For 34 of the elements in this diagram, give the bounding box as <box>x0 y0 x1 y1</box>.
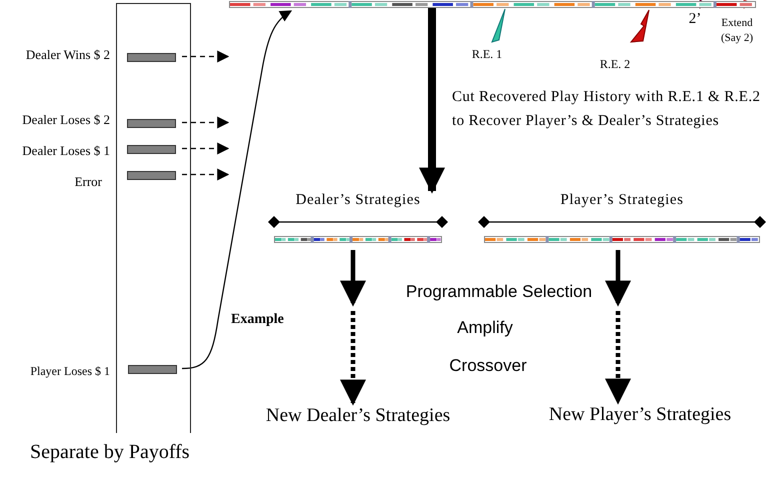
marker-label: Extend (Say 2) <box>720 16 754 46</box>
marker-label: 2’ <box>688 11 702 28</box>
payoff-band <box>127 119 176 128</box>
band-label: Player Loses $ 1 <box>29 364 110 379</box>
arrow <box>340 250 366 406</box>
arrow <box>605 250 631 404</box>
step-label: Amplify <box>456 318 514 338</box>
payoff-band <box>128 365 177 374</box>
band-label: Dealer Loses $ 1 <box>21 143 110 159</box>
arrow <box>182 10 292 370</box>
arrow <box>182 168 230 180</box>
arrow <box>182 50 230 62</box>
marker-label: R.E. 1 <box>470 47 504 62</box>
result-text: New Player’s Strategies <box>524 404 756 430</box>
strategy-heading: Dealer’s Strategies <box>294 192 422 209</box>
edge-label: Example <box>231 311 285 329</box>
arrow <box>182 142 230 154</box>
payoff-band <box>127 53 176 62</box>
band-label: Dealer Loses $ 2 <box>21 112 110 128</box>
edge-label: Cut Recovered Play History with R.E.1 & R.E.2 to Recover Player’s & Dealer’s Strategies <box>452 88 762 131</box>
band-label: Dealer Wins $ 2 <box>24 47 110 63</box>
payoff-band <box>127 171 176 180</box>
result-text: New Dealer’s Strategies <box>240 405 476 431</box>
marker-label: R.E. 2 <box>598 57 632 72</box>
caption-text: Separate by Payoffs <box>30 441 191 464</box>
payoff-column <box>116 3 191 433</box>
step-label: Crossover <box>448 356 528 376</box>
play-history-strip <box>229 1 756 8</box>
arrow <box>182 116 230 128</box>
arrow <box>419 8 445 194</box>
step-label: Programmable Selection <box>404 282 594 302</box>
band-label: Error <box>74 174 102 190</box>
strategy-heading: Player’s Strategies <box>559 192 685 209</box>
payoff-band <box>127 145 176 154</box>
